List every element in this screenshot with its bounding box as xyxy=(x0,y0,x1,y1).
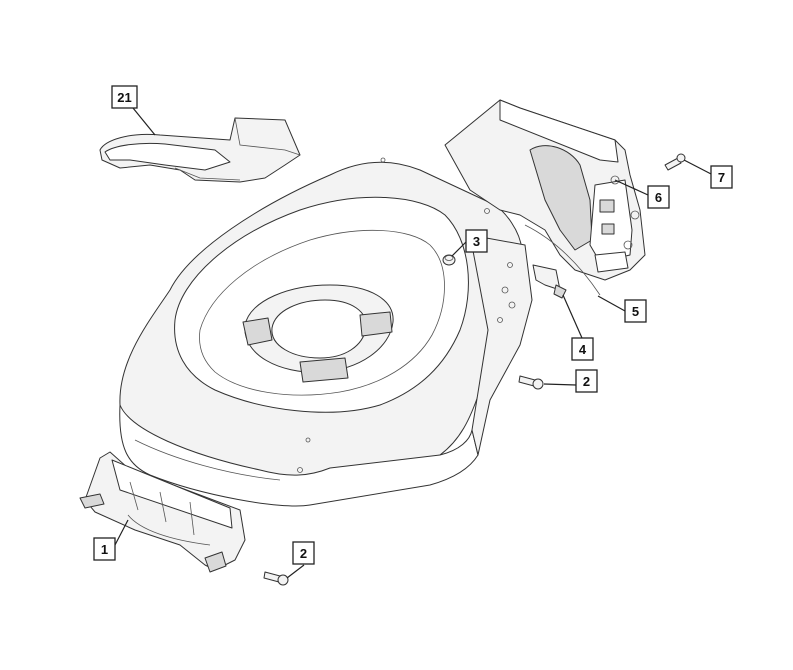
leader-3 xyxy=(451,241,467,257)
callout-21-label: 21 xyxy=(117,90,131,105)
leader-5 xyxy=(597,295,626,312)
part-7-screw xyxy=(664,153,686,171)
callout-21: 21 xyxy=(111,85,138,109)
callout-2-upper: 2 xyxy=(575,369,598,393)
part-21-cover xyxy=(99,117,301,183)
part-2-screw-upper xyxy=(518,375,544,390)
callout-6-label: 6 xyxy=(655,190,662,205)
callout-6: 6 xyxy=(647,185,670,209)
callout-1-label: 1 xyxy=(101,542,108,557)
mower-deck xyxy=(119,157,533,507)
leader-1 xyxy=(114,519,129,546)
callout-2-lower: 2 xyxy=(292,541,315,565)
callout-5-label: 5 xyxy=(632,304,639,319)
callout-2-lower-label: 2 xyxy=(300,546,307,561)
leader-2-upper xyxy=(543,383,577,386)
callout-2-upper-label: 2 xyxy=(583,374,590,389)
part-6-rear-guard xyxy=(444,99,646,281)
callout-3-label: 3 xyxy=(473,234,480,249)
leader-7 xyxy=(683,159,714,176)
callout-4: 4 xyxy=(571,337,594,361)
callout-7-label: 7 xyxy=(718,170,725,185)
leader-6 xyxy=(614,179,649,196)
leader-21 xyxy=(132,107,156,136)
callout-5: 5 xyxy=(624,299,647,323)
part-5-deflector xyxy=(524,224,601,296)
leader-lines xyxy=(114,107,714,579)
callout-1: 1 xyxy=(93,537,116,561)
part-3-plug xyxy=(442,254,456,266)
part-4-clip xyxy=(532,264,567,299)
leader-4 xyxy=(562,294,583,339)
callout-3: 3 xyxy=(465,229,488,253)
leader-2-lower xyxy=(286,564,305,579)
part-1-front-guard xyxy=(79,451,246,573)
callout-4-label: 4 xyxy=(579,342,587,357)
callout-7: 7 xyxy=(710,165,733,189)
part-2-screw-lower xyxy=(263,571,289,586)
